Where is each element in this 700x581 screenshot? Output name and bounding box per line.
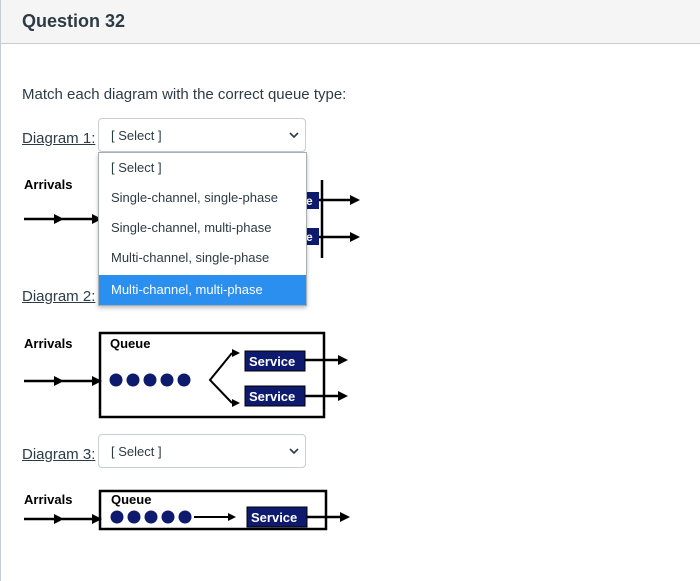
chevron-down-icon: [289, 448, 299, 455]
diagram-3-exit-arrow: [307, 512, 350, 522]
diagram-1-service-partial-1: e: [306, 194, 313, 208]
diagram-3-select[interactable]: [ Select ]: [98, 434, 306, 468]
diagram-2-arrival-arrows: [24, 376, 102, 386]
option-select[interactable]: [ Select ]: [111, 160, 162, 175]
option-multi-channel-single-phase[interactable]: Multi-channel, single-phase: [111, 250, 270, 265]
diagram-3-queue-dots: [110, 510, 192, 524]
diagram-2-figure: Arrivals Queue Service Service: [24, 331, 348, 419]
left-border: [0, 0, 1, 581]
diagram-1-dropdown-list[interactable]: [ Select ] Single-channel, single-phase …: [98, 152, 307, 306]
diagram-3-queue-label: Queue: [111, 492, 151, 507]
diagram-2-label: Diagram 2:: [22, 288, 96, 305]
option-single-channel-multi-phase[interactable]: Single-channel, multi-phase: [111, 220, 272, 235]
diagram-2-arrivals-label: Arrivals: [24, 336, 72, 351]
diagram-3-service-label: Service: [251, 510, 297, 525]
diagram-3-label: Diagram 3:: [22, 446, 96, 463]
diagram-3-arrival-arrows: [24, 514, 102, 524]
diagram-1-select-value: [ Select ]: [111, 128, 162, 143]
diagram-1-arrivals-label: Arrivals: [24, 177, 72, 192]
diagram-1-select[interactable]: [ Select ]: [98, 118, 306, 152]
diagram-1-arrival-arrows: [24, 214, 102, 224]
chevron-down-icon: [289, 132, 299, 139]
diagram-2-system-box: [98, 331, 326, 419]
question-prompt: Match each diagram with the correct queu…: [22, 86, 347, 103]
diagram-3-system-box: [98, 489, 328, 531]
diagram-2-queue-label: Queue: [110, 336, 150, 351]
question-header: Question 32: [1, 0, 700, 44]
diagram-2-split-lines: [208, 352, 233, 404]
diagram-1-exit-arrows: [319, 195, 360, 242]
option-single-channel-single-phase[interactable]: Single-channel, single-phase: [111, 190, 278, 205]
diagram-2-queue-dots: [109, 373, 191, 387]
diagram-2-service-label-2: Service: [249, 389, 295, 404]
question-title: Question 32: [22, 11, 126, 31]
diagram-3-select-value: [ Select ]: [111, 444, 162, 459]
diagram-1-figure: Arrivals e e: [24, 177, 360, 258]
diagram-3-figure: Arrivals Queue Service: [24, 489, 350, 531]
diagram-1-label: Diagram 1:: [22, 130, 96, 147]
diagram-2-service-label-1: Service: [249, 354, 295, 369]
diagram-1-service-partial-2: e: [306, 230, 313, 244]
diagram-2-exit-arrows: [305, 355, 348, 401]
diagram-3-arrivals-label: Arrivals: [24, 492, 72, 507]
option-multi-channel-multi-phase[interactable]: Multi-channel, multi-phase: [99, 275, 306, 305]
